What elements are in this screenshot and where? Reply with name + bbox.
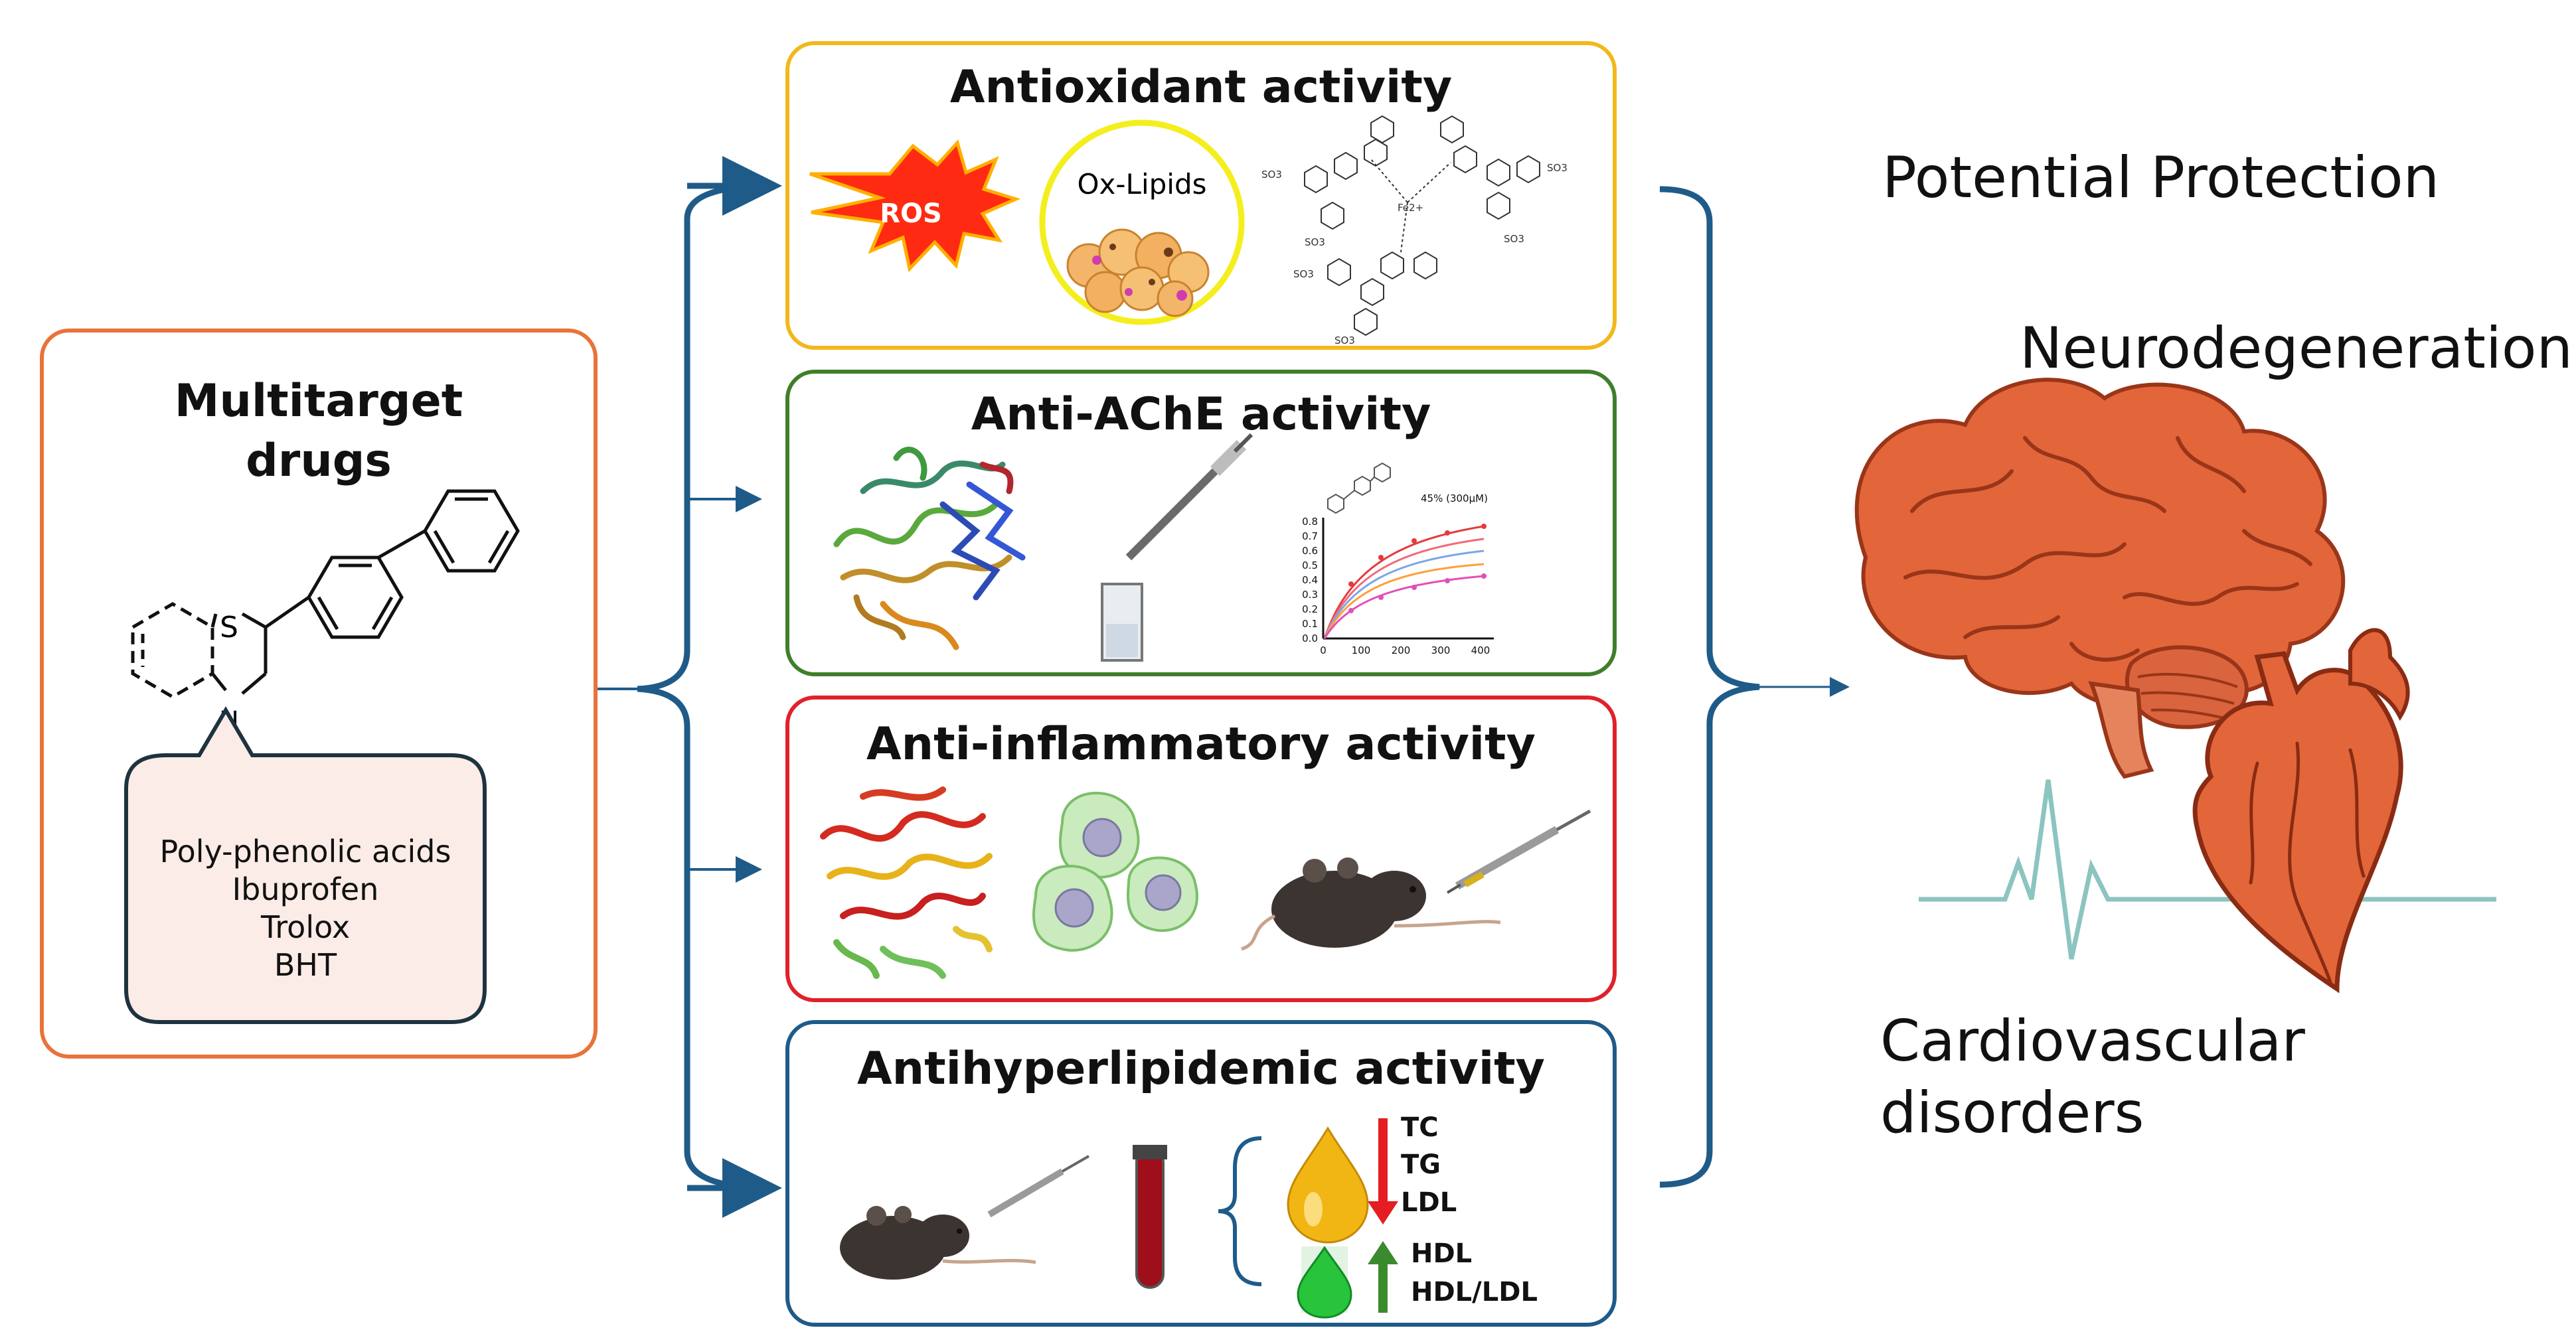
heart-icon: [2192, 628, 2410, 994]
multitarget-title: Multitarget drugs: [40, 372, 598, 491]
lipid-marker-up: HDL: [1411, 1238, 1472, 1269]
x-tick-label: 400: [1471, 644, 1490, 656]
lipid-cells-icon: [1066, 228, 1210, 317]
iron-ion-label: Fe2+: [1398, 202, 1423, 214]
sulfonate-label: SO3: [1334, 334, 1355, 346]
y-tick-label: 0.8: [1302, 516, 1318, 528]
sulfonate-label: SO3: [1293, 268, 1314, 280]
anti-ache-title: Anti-AChE activity: [971, 388, 1431, 441]
multitarget-title-line2: drugs: [246, 435, 392, 487]
x-tick-label: 200: [1392, 644, 1411, 656]
y-tick-label: 0.5: [1302, 559, 1318, 571]
ros-label: ROS: [880, 198, 942, 229]
anti-inflammatory-title: Anti-inflammatory activity: [866, 718, 1536, 771]
substituent-bubble: [124, 706, 487, 1024]
anti-inflammatory-panel: Anti-inflammatory activity: [785, 696, 1617, 1002]
cardiovascular-line2: disorders: [1880, 1080, 2144, 1146]
sulfonate-label: SO3: [1547, 162, 1568, 174]
lipid-marker-down: TG: [1401, 1149, 1441, 1180]
y-tick-label: 0.0: [1302, 632, 1318, 644]
antihyperlipidemic-panel: Antihyperlipidemic activity: [785, 1020, 1617, 1327]
pipette-cuvette-icon: [1101, 433, 1253, 662]
graph-inhibition-label: 45% (300µM): [1421, 492, 1488, 504]
y-tick-label: 0.7: [1302, 530, 1318, 542]
lipid-marker-down: LDL: [1401, 1187, 1457, 1218]
good-lipid-drop-icon: [1297, 1246, 1352, 1319]
cox-enzyme-ribbon-icon: [820, 786, 993, 979]
increase-arrow-icon: [1368, 1241, 1398, 1264]
multitarget-title-line1: Multitarget: [174, 375, 463, 427]
blood-tube-icon: [1133, 1145, 1167, 1289]
sulfonate-label: SO3: [1305, 236, 1325, 248]
ferrozine-complex-structure: [1304, 115, 1540, 336]
lipid-brace: [1218, 1136, 1262, 1286]
substituent-list: Poly-phenolic acids Ibuprofen Trolox BHT: [126, 833, 485, 984]
ache-enzyme-ribbon-icon: [833, 447, 1026, 650]
y-tick-label: 0.6: [1302, 545, 1318, 557]
x-tick-label: 300: [1431, 644, 1451, 656]
y-tick-label: 0.1: [1302, 618, 1318, 630]
mouse-injection-icon: [840, 1155, 1089, 1280]
lipid-marker-down: TC: [1401, 1112, 1439, 1143]
ache-kinetics-graph: 45% (300µM) 0 100 200 300 400 0.0 0.1 0.…: [1302, 462, 1494, 656]
cardiovascular-label: Cardiovascular disorders: [1880, 1005, 2305, 1149]
mouse-injection-icon: [1241, 809, 1591, 951]
ecg-line-icon: [1919, 779, 2496, 960]
decrease-arrow-icon: [1368, 1201, 1398, 1224]
neurodegeneration-label: Neurodegeneration: [2020, 315, 2573, 382]
y-tick-label: 0.4: [1302, 574, 1318, 586]
ox-lipids-label: Ox-Lipids: [1077, 168, 1206, 200]
antihyperlipidemic-title: Antihyperlipidemic activity: [857, 1043, 1545, 1095]
brain-icon: [1854, 378, 2346, 779]
lipid-marker-up: HDL/LDL: [1411, 1277, 1538, 1307]
substituent-item: Poly-phenolic acids: [159, 834, 451, 869]
ros-burst-icon: [809, 139, 1021, 273]
cardiovascular-line1: Cardiovascular: [1880, 1008, 2305, 1074]
sulfonate-label: SO3: [1261, 169, 1282, 181]
x-tick-label: 0: [1320, 644, 1327, 656]
substituent-item: BHT: [274, 947, 337, 983]
macrophage-cells-icon: [1032, 792, 1198, 952]
substituent-item: Ibuprofen: [232, 871, 379, 907]
sulfonate-label: SO3: [1504, 233, 1524, 245]
substituent-item: Trolox: [260, 909, 351, 945]
x-tick-label: 100: [1352, 644, 1371, 656]
antioxidant-title: Antioxidant activity: [949, 61, 1453, 113]
y-tick-label: 0.3: [1302, 589, 1318, 601]
sulfur-atom-label: S: [220, 611, 238, 644]
y-tick-label: 0.2: [1302, 603, 1318, 615]
potential-protection-heading: Potential Protection: [1882, 145, 2440, 211]
